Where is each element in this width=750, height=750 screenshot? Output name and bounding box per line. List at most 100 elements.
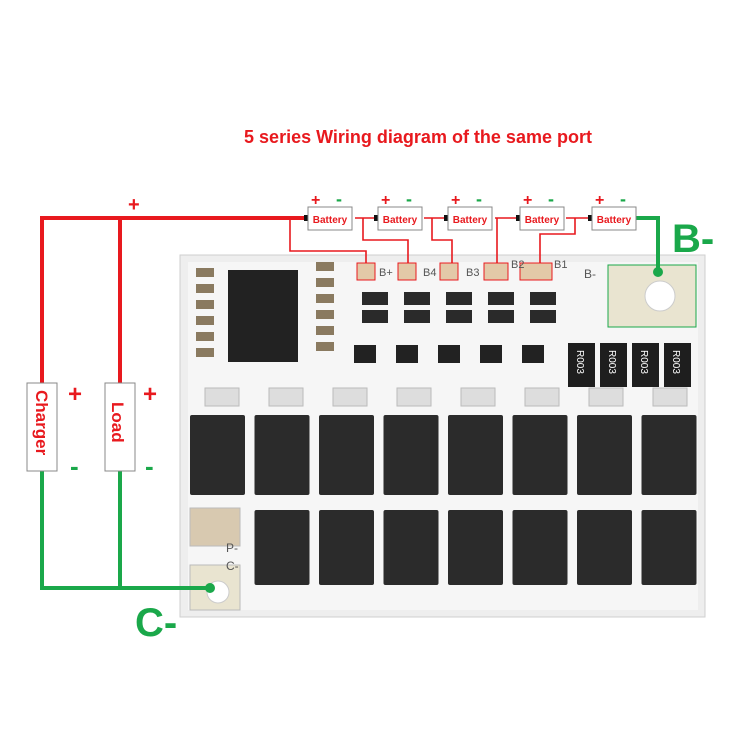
transistor [480, 345, 502, 363]
smd-part [196, 268, 214, 277]
transistor [354, 345, 376, 363]
mosfet-array [190, 415, 697, 585]
mosfet-tab [588, 387, 624, 407]
smd-part [316, 310, 334, 319]
battery-label: Battery [525, 215, 560, 226]
resistor-marking: R003 [574, 350, 585, 374]
battery-minus: - [476, 189, 482, 209]
load-box [104, 382, 136, 472]
resistor-marking: R003 [606, 350, 617, 374]
pad-label-b3: B3 [466, 267, 479, 279]
battery-label: Battery [313, 215, 348, 226]
smd-part [196, 300, 214, 309]
battery-minus: - [406, 189, 412, 209]
battery-box [307, 206, 353, 231]
pad-label-b2: B2 [511, 259, 524, 271]
mosfet [319, 510, 374, 585]
smd-part [196, 332, 214, 341]
p-minus-pad [189, 507, 241, 547]
battery-box [377, 206, 423, 231]
battery-plus: + [595, 192, 604, 209]
negative-wires [40, 216, 660, 590]
transistor [438, 345, 460, 363]
battery-terminal [588, 215, 593, 221]
smd-part [316, 342, 334, 351]
battery-terminal [374, 215, 379, 221]
balance-wires [289, 217, 592, 263]
smd-part [316, 262, 334, 271]
mosfet [383, 510, 439, 585]
battery-terminal [304, 215, 309, 221]
mosfet [641, 415, 697, 495]
battery-plus: + [381, 192, 390, 209]
mosfet-tab [332, 387, 368, 407]
mosfet [254, 510, 310, 585]
mosfet [577, 510, 632, 585]
smd-part [196, 316, 214, 325]
mosfet-tab [460, 387, 496, 407]
shunt-resistor [664, 343, 691, 387]
smd-part [196, 284, 214, 293]
transistor [396, 345, 418, 363]
load-minus: - [145, 451, 154, 481]
mosfet-tab [204, 387, 240, 407]
shunt-resistor [600, 343, 627, 387]
battery-terminal [516, 215, 521, 221]
mosfet [577, 415, 632, 495]
smd-part [196, 348, 214, 357]
pad-label-bminus: B- [584, 267, 596, 281]
mosfet [254, 415, 310, 495]
battery-box [447, 206, 493, 231]
smd-components [196, 262, 688, 407]
charger-plus: + [68, 381, 82, 408]
battery-box [519, 206, 565, 231]
pad-label-b4: B4 [423, 267, 436, 279]
battery-label: Battery [453, 215, 488, 226]
load-plus: + [143, 381, 157, 408]
mosfet [641, 510, 697, 585]
diode [530, 292, 556, 305]
pad-label-bplus: B+ [379, 267, 393, 279]
pad-label-pminus: P- [226, 541, 238, 555]
battery-label: Battery [597, 215, 632, 226]
pad-label-cminus: C- [226, 559, 239, 573]
battery-plus: + [311, 192, 320, 209]
controller-ic [228, 270, 298, 362]
load-label: Load [108, 402, 127, 443]
battery-plus: + [523, 192, 532, 209]
resistor-marking: R003 [638, 350, 649, 374]
battery-terminal [444, 215, 449, 221]
battery-plus: + [451, 192, 460, 209]
diode [530, 310, 556, 323]
shunt-resistor [568, 343, 595, 387]
mosfet [383, 415, 439, 495]
mosfet [448, 415, 503, 495]
mosfet-tab [524, 387, 560, 407]
diode [446, 310, 472, 323]
diode [488, 310, 514, 323]
mosfet-tab [396, 387, 432, 407]
diode [404, 310, 430, 323]
battery-minus: - [620, 189, 626, 209]
c-minus-label: C- [135, 601, 177, 645]
charger-label: Charger [32, 390, 51, 456]
charger-minus: - [70, 451, 79, 481]
diode [446, 292, 472, 305]
b-minus-label: B- [672, 217, 714, 261]
charger-box [26, 382, 58, 472]
mosfet-tab [268, 387, 304, 407]
diode [404, 292, 430, 305]
mosfet [512, 415, 568, 495]
diagram-title: 5 series Wiring diagram of the same port [244, 127, 592, 147]
positive-wires [40, 216, 308, 385]
mosfet [448, 510, 503, 585]
diode [362, 310, 388, 323]
mosfet [190, 415, 245, 495]
diode [488, 292, 514, 305]
smd-part [316, 294, 334, 303]
battery-minus: - [548, 189, 554, 209]
smd-part [316, 278, 334, 287]
